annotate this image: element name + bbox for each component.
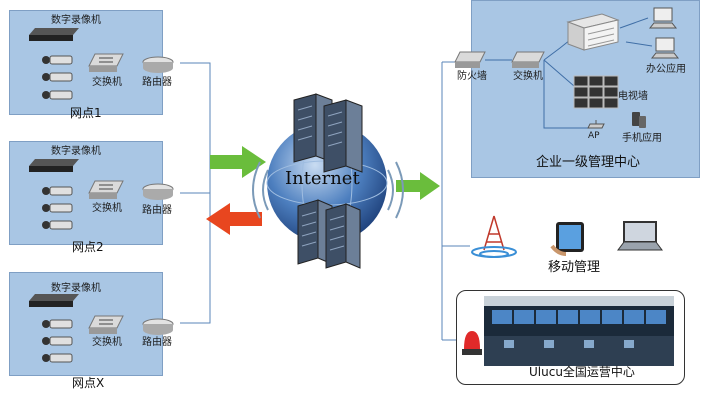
dvr-icon — [29, 28, 79, 41]
phone-app-label: 手机应用 — [622, 133, 662, 144]
download-arrow — [206, 203, 262, 235]
site-group-1: 数字录像机 交换机 路由器 网点1 — [9, 10, 174, 119]
signal-arcs — [252, 161, 269, 219]
tablet-icon — [550, 222, 584, 256]
server-rack-icon — [297, 199, 361, 269]
dvr-label: 数字录像机 — [51, 146, 101, 157]
site-group-2: 数字录像机 交换机 路由器 网点2 — [9, 141, 174, 253]
internet-label: Internet — [285, 168, 360, 189]
camera-icon — [42, 353, 73, 363]
signal-arcs — [387, 161, 404, 219]
switch-label: 交换机 — [513, 71, 543, 82]
camera-icon — [42, 220, 73, 230]
computer-icon — [648, 7, 678, 29]
switch-icon — [88, 180, 124, 199]
office-building-icon — [566, 13, 620, 51]
server-rack-icon — [293, 93, 363, 173]
dvr-label: 数字录像机 — [51, 15, 101, 26]
dvr-label: 数字录像机 — [51, 283, 101, 294]
laptop-icon — [617, 221, 663, 251]
site-group-x: 数字录像机 交换机 路由器 网点X — [9, 272, 174, 389]
mobile-management-label: 移动管理 — [548, 260, 601, 275]
switch-icon — [511, 51, 545, 68]
radio-tower-icon — [471, 215, 517, 258]
control-room-image — [484, 296, 674, 366]
camera-icon — [42, 72, 73, 82]
switch-label: 交换机 — [92, 337, 122, 348]
site-label: 网点1 — [70, 106, 102, 120]
router-label: 路由器 — [142, 337, 172, 348]
switch-icon — [88, 53, 124, 72]
site-panel-2 — [9, 141, 163, 245]
camera-icon — [42, 186, 73, 196]
switch-label: 交换机 — [92, 203, 122, 214]
ops-center-label: Ulucu全国运营中心 — [529, 365, 635, 379]
ap-label: AP — [588, 131, 600, 141]
camera-icon — [42, 203, 73, 213]
firewall-icon — [454, 51, 486, 68]
tv-wall-icon — [573, 75, 619, 109]
mobile-phone-icon — [632, 112, 646, 128]
internet-out-arrow — [396, 172, 440, 200]
camera-icon — [42, 90, 73, 100]
router-label: 路由器 — [142, 77, 172, 88]
router-label: 路由器 — [142, 205, 172, 216]
alarm-light-icon — [462, 331, 482, 355]
center-bus-line — [441, 61, 470, 341]
router-icon — [142, 183, 174, 200]
site-label: 网点X — [72, 376, 105, 390]
computer-icon — [650, 37, 680, 59]
switch-icon — [88, 315, 124, 334]
dvr-icon — [29, 159, 79, 172]
site-panel-x — [9, 272, 163, 376]
site-panel-1 — [9, 10, 163, 115]
camera-icon — [42, 319, 73, 329]
site-bus-line — [180, 62, 211, 324]
router-icon — [142, 56, 174, 73]
switch-label: 交换机 — [92, 77, 122, 88]
camera-icon — [42, 336, 73, 346]
router-icon — [142, 318, 174, 335]
camera-icon — [42, 55, 73, 65]
tv-wall-label: 电视墙 — [618, 91, 648, 102]
firewall-label: 防火墙 — [457, 71, 487, 82]
dvr-icon — [29, 294, 79, 307]
office-label: 办公应用 — [646, 64, 686, 75]
enterprise-center-label: 企业一级管理中心 — [536, 155, 641, 170]
access-point-icon — [587, 120, 605, 129]
upload-arrow — [210, 146, 266, 178]
site-label: 网点2 — [72, 240, 104, 254]
